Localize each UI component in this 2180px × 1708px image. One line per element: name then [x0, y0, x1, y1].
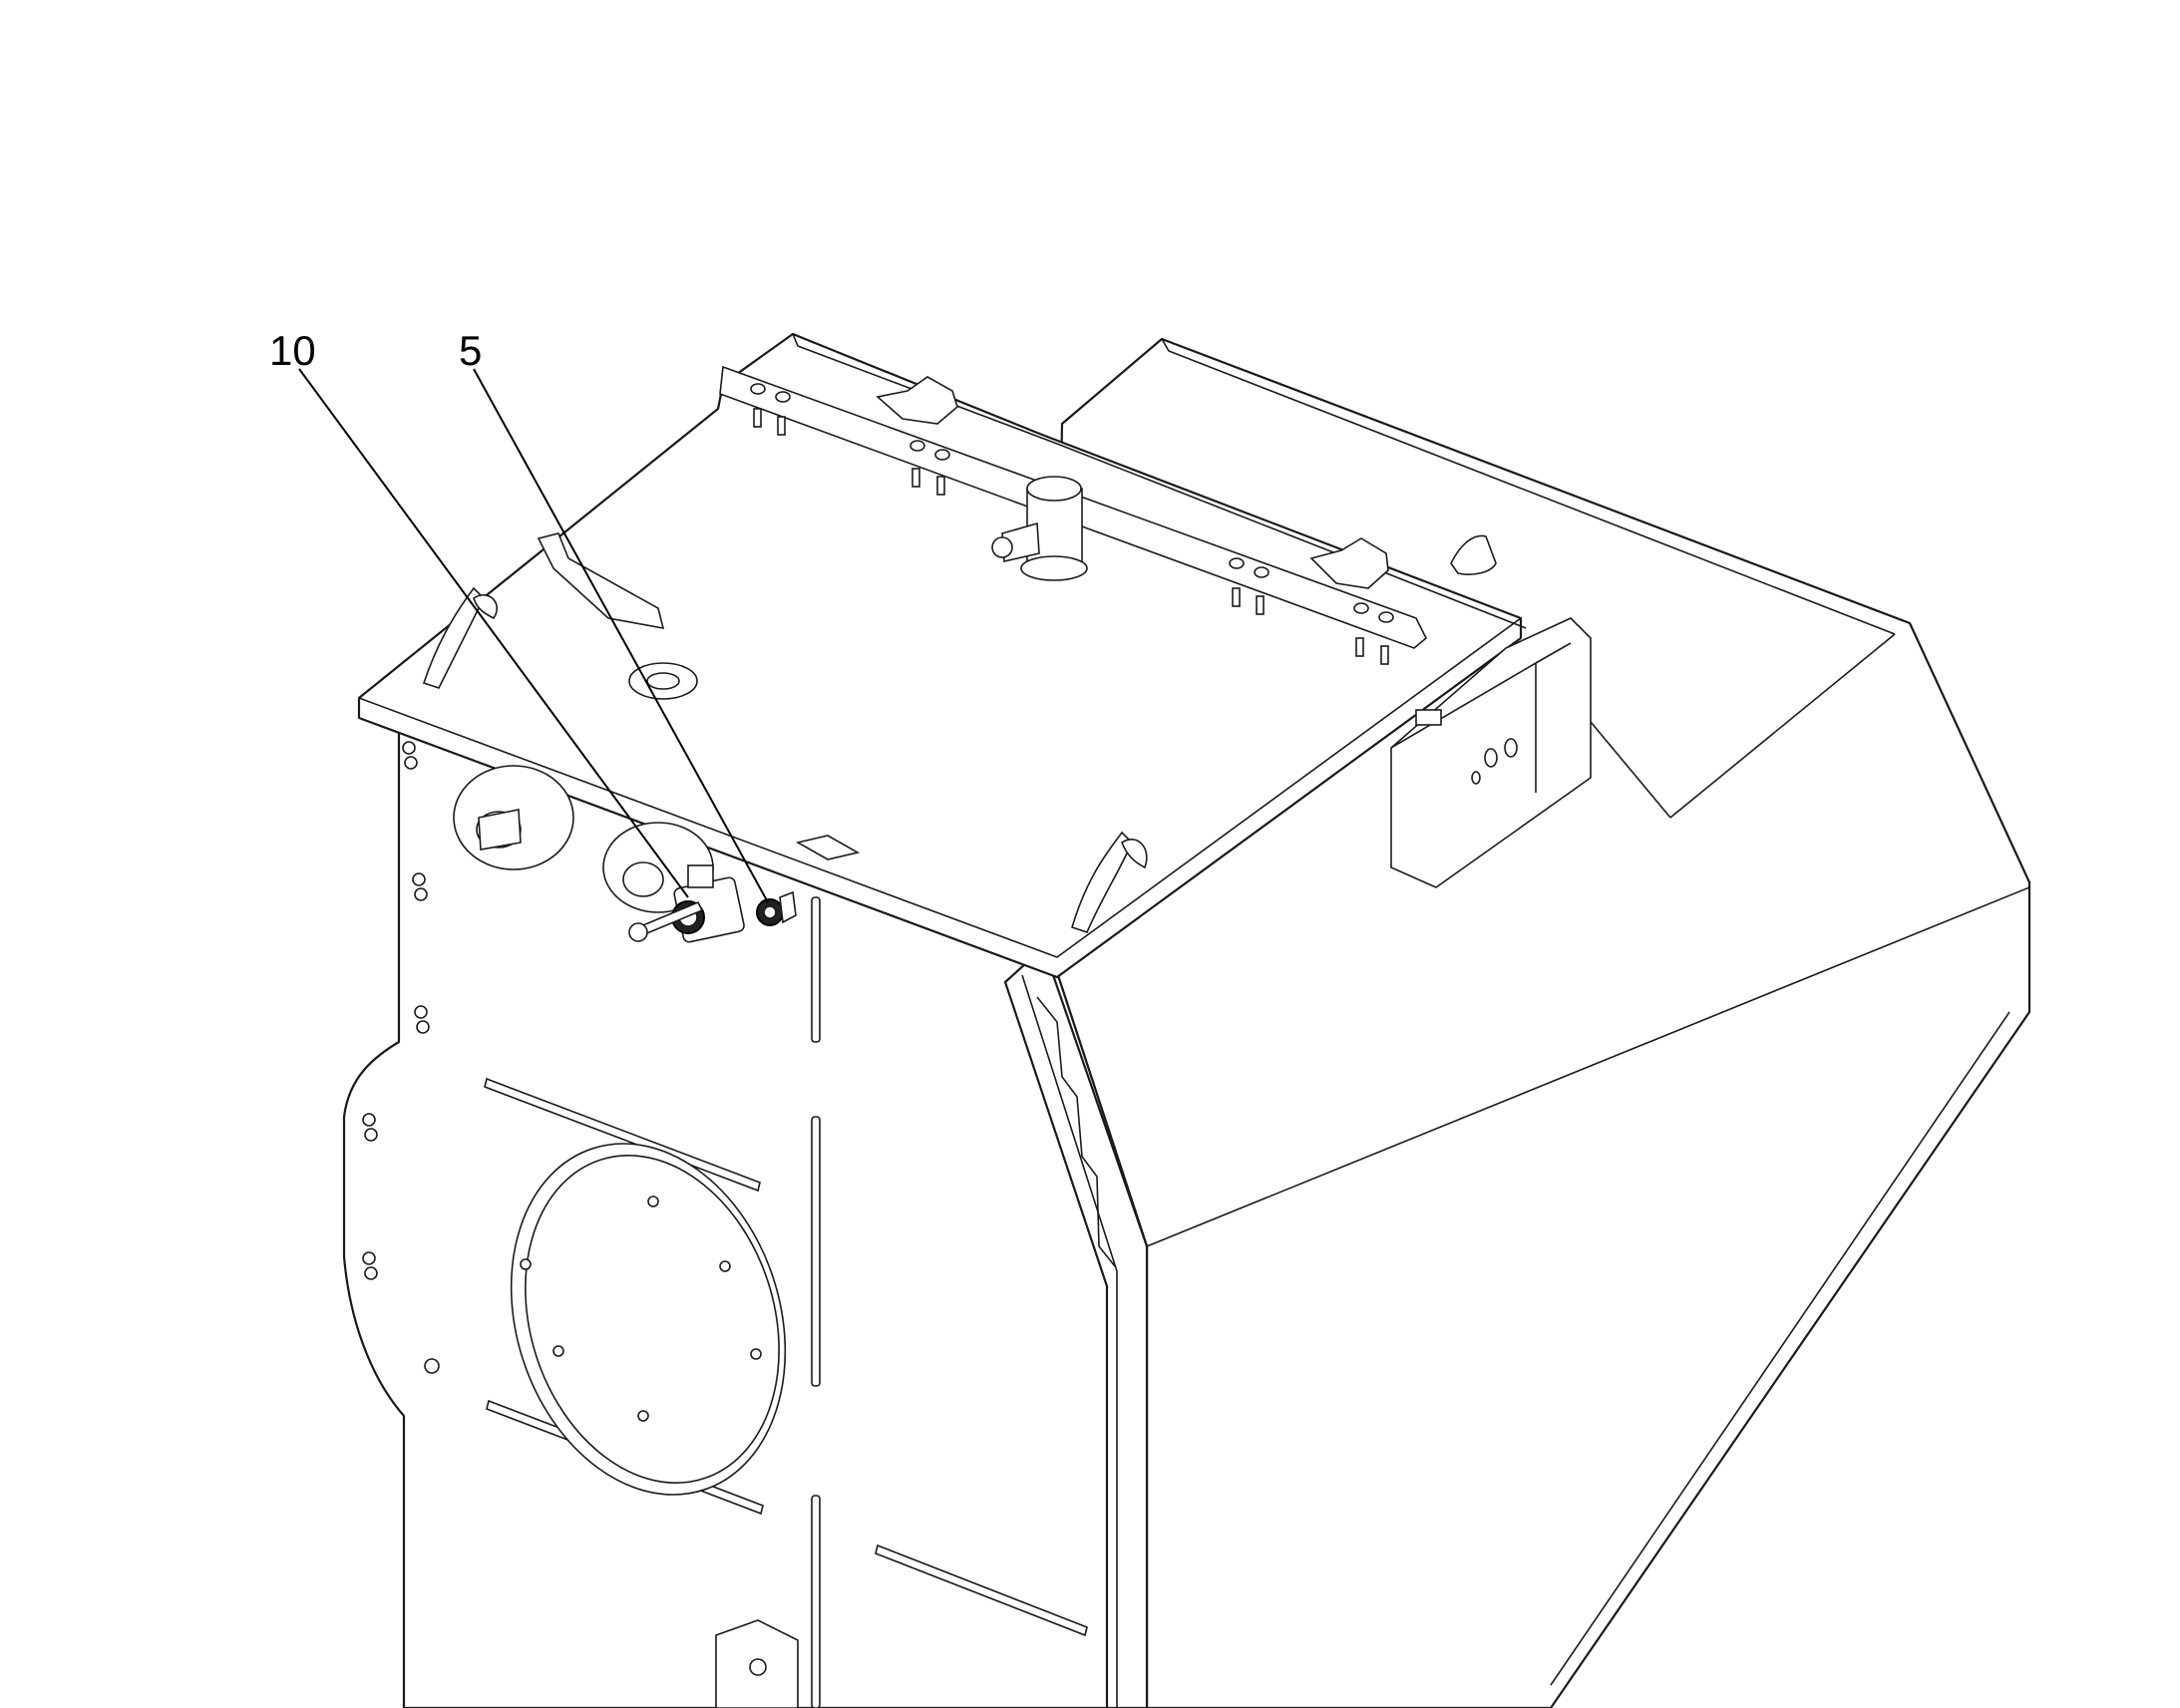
callout-label-5: 5: [459, 327, 482, 374]
leader-line-5: [473, 368, 769, 903]
filler-cap: [991, 476, 1088, 581]
tank-front-panel: [342, 701, 1149, 1708]
leader-line-10: [298, 368, 689, 898]
side-bracket: [1390, 617, 1592, 888]
ball-valve-item-10: [628, 864, 745, 943]
callout-label-10: 10: [269, 327, 316, 374]
tank-lid: [357, 332, 1527, 979]
fitting-item-5: [756, 890, 797, 926]
edge-bolts: [362, 741, 440, 1374]
